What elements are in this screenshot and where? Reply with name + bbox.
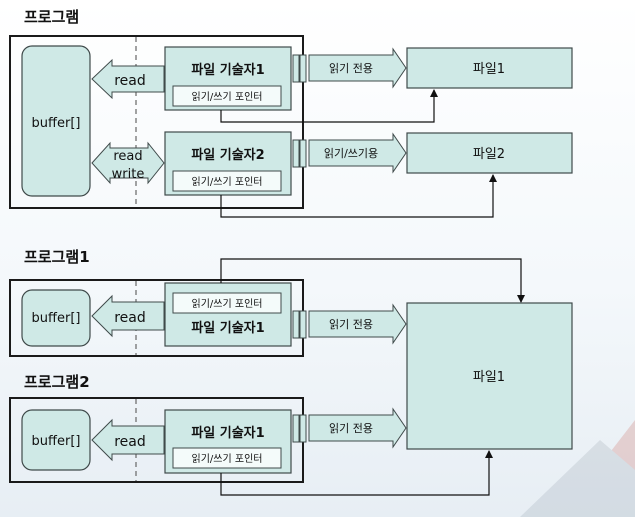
mode2-arrow <box>308 132 407 174</box>
program1-fd-box <box>164 282 292 347</box>
file2-box <box>406 132 573 174</box>
buffer-label: buffer[] <box>32 116 81 131</box>
fd2-pointer-label: 읽기/쓰기 포인터 <box>192 175 263 188</box>
program1-mode-label: 읽기 전용 <box>329 318 373 331</box>
background-decoration <box>520 420 635 517</box>
program1-title: 프로그램1 <box>24 248 90 266</box>
buffer-box <box>21 45 91 197</box>
fd2-port-b <box>299 139 307 168</box>
program2-buffer-label: buffer[] <box>32 434 81 449</box>
program1-port-b <box>299 310 307 339</box>
fd1-pointer-label: 읽기/쓰기 포인터 <box>192 90 263 103</box>
fd1-pointer-box <box>172 85 282 107</box>
fd2-pointer-box <box>172 170 282 192</box>
program1-buffer-label: buffer[] <box>32 311 81 326</box>
program1-pointer-label: 읽기/쓰기 포인터 <box>192 297 263 310</box>
program1-pointer-connector <box>220 258 525 303</box>
mode2-label: 읽기/쓰기용 <box>324 147 378 160</box>
program2-mode-label: 읽기 전용 <box>329 422 373 435</box>
file1-label: 파일1 <box>473 62 505 77</box>
program1-read-label: read <box>114 310 146 326</box>
program2-port-a <box>292 414 300 443</box>
fd2-pointer-connector <box>220 174 497 218</box>
fd1-port-b <box>299 54 307 83</box>
program2-mode-arrow <box>308 407 407 449</box>
program2-read-label: read <box>114 434 146 450</box>
read-write-arrow <box>91 141 165 185</box>
shared-file-label: 파일1 <box>473 370 505 385</box>
write-label: write <box>112 167 145 182</box>
program2-pointer-box <box>172 447 282 469</box>
program1-mode-arrow <box>308 303 407 345</box>
fd1-label: 파일 기술자1 <box>191 63 264 78</box>
program1-buffer-box <box>21 289 91 347</box>
shared-file-box <box>406 302 573 450</box>
mode1-arrow <box>308 47 407 89</box>
read-label: read <box>114 73 146 89</box>
program2-port-b <box>299 414 307 443</box>
fd1-pointer-connector <box>220 89 438 123</box>
read-label-2: read <box>113 149 142 164</box>
program2-read-arrow <box>91 418 165 462</box>
program2-title: 프로그램2 <box>24 373 90 391</box>
program1-read-arrow <box>91 294 165 338</box>
program-title: 프로그램 <box>24 8 79 26</box>
program2-pointer-label: 읽기/쓰기 포인터 <box>192 452 263 465</box>
fd2-port-a <box>292 139 300 168</box>
program1-pointer-box <box>172 292 282 314</box>
program1-fd-label: 파일 기술자1 <box>191 321 264 336</box>
mode1-label: 읽기 전용 <box>329 62 373 75</box>
program1-port-a <box>292 310 300 339</box>
fd1-port-a <box>292 54 300 83</box>
file2-label: 파일2 <box>473 147 505 162</box>
program2-buffer-box <box>21 409 91 471</box>
program2-fd-label: 파일 기술자1 <box>191 426 264 441</box>
fd2-label: 파일 기술자2 <box>191 148 264 163</box>
program2-pointer-connector <box>220 450 493 496</box>
read-arrow <box>91 58 165 100</box>
file1-box <box>406 47 573 89</box>
